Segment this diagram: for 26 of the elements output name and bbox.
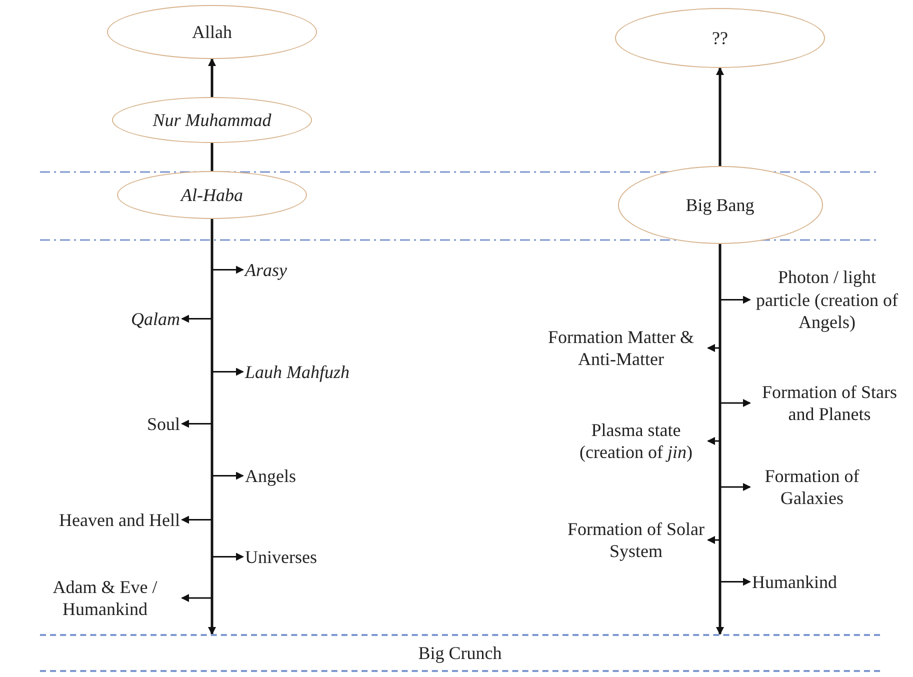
timeline-label: Formation of Galaxies — [752, 464, 872, 510]
ellipse-node: Allah — [107, 5, 317, 59]
timeline-label: Heaven and Hell — [59, 508, 180, 531]
arrow — [716, 244, 724, 635]
timeline-label: Formation Matter & Anti-Matter — [536, 326, 706, 370]
connector-line — [210, 143, 214, 171]
timeline-label: Qalam — [131, 308, 180, 330]
timeline-label: Angels — [245, 464, 296, 487]
timeline-label: Arasy — [245, 258, 287, 281]
timeline-label: Universes — [245, 546, 317, 568]
timeline-label: Plasma state (creation of jin) — [566, 418, 706, 464]
timeline-label: Photon / light particle (creation of Angels) — [752, 266, 902, 334]
timeline-label: Soul — [146, 412, 180, 435]
arrow — [208, 219, 216, 635]
timeline-label: Lauh Mahfuzh — [245, 360, 350, 383]
ellipse-node: ?? — [615, 8, 825, 68]
end-band: Big Crunch — [40, 634, 880, 672]
arrow — [208, 58, 216, 97]
ellipse-node: Al-Haba — [117, 171, 307, 219]
ellipse-node: Nur Muhammad — [112, 97, 312, 143]
arrow — [716, 67, 724, 166]
timeline-label: Formation of Stars and Planets — [752, 380, 907, 426]
timeline-label: Adam & Eve / Humankind — [30, 576, 180, 620]
ellipse-node: Big Bang — [618, 166, 822, 244]
timeline-label: Humankind — [752, 570, 837, 593]
timeline-label: Formation of Solar System — [566, 518, 706, 562]
